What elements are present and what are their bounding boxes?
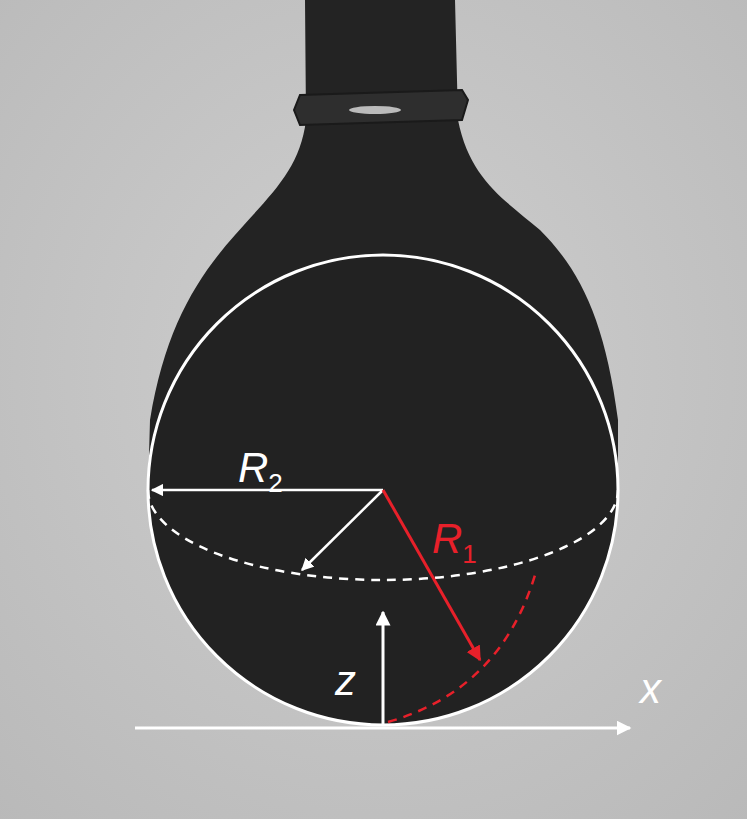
radius-label: R2	[238, 447, 283, 496]
r2-arrow	[302, 490, 383, 570]
fit-circle	[148, 255, 618, 725]
axis-label: z	[335, 660, 356, 702]
z-axis	[382, 612, 385, 726]
x-axis	[135, 727, 630, 730]
dashed-ellipse	[148, 490, 618, 580]
pendant-drop	[148, 0, 618, 725]
axis-label: x	[640, 668, 661, 710]
r1-arc	[388, 575, 535, 722]
tape	[294, 90, 468, 125]
radius-label: R1	[432, 518, 477, 567]
tape-glint	[349, 106, 401, 114]
r1-arrow	[383, 490, 480, 660]
